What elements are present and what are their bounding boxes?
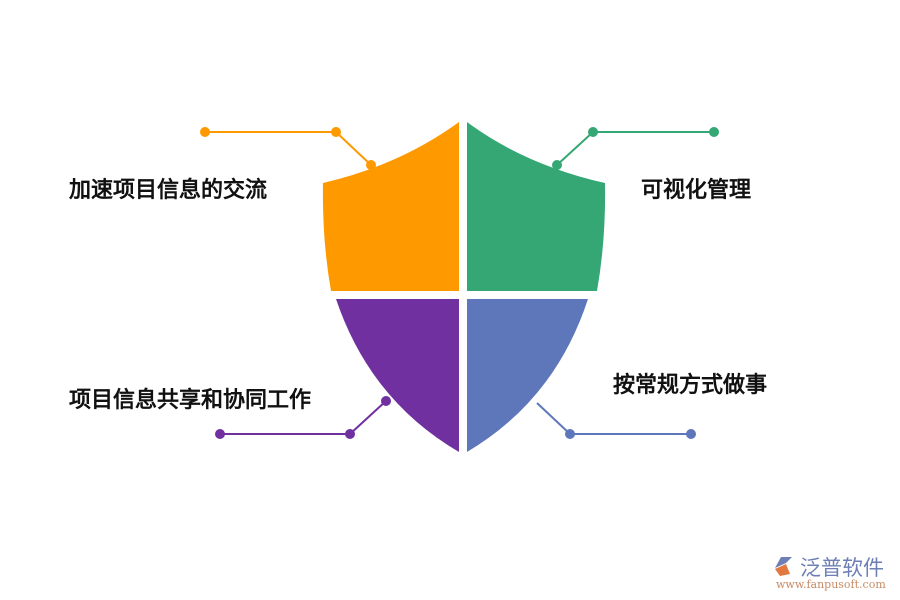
label-bottom-left: 项目信息共享和协同工作	[69, 388, 312, 413]
label-bottom-right: 按常规方式做事	[613, 373, 768, 398]
logo-name: 泛普软件	[800, 556, 884, 580]
shield-quadrant-bottom-left	[336, 299, 459, 452]
logo-icon	[775, 557, 792, 576]
shield-quadrant-top-left	[322, 122, 459, 291]
connector-bottom-left	[215, 396, 391, 439]
connector-bottom-right	[536, 402, 696, 439]
shield-quadrant-top-right	[467, 122, 606, 291]
connector-top-left	[200, 127, 376, 170]
logo: 泛普软件 www.fanpusoft.com	[768, 552, 898, 596]
label-top-left: 加速项目信息的交流	[69, 178, 268, 203]
shield-quadrant-bottom-right	[467, 299, 588, 452]
logo-url: www.fanpusoft.com	[776, 578, 886, 591]
label-top-right: 可视化管理	[641, 178, 752, 203]
connector-top-right	[552, 127, 719, 170]
